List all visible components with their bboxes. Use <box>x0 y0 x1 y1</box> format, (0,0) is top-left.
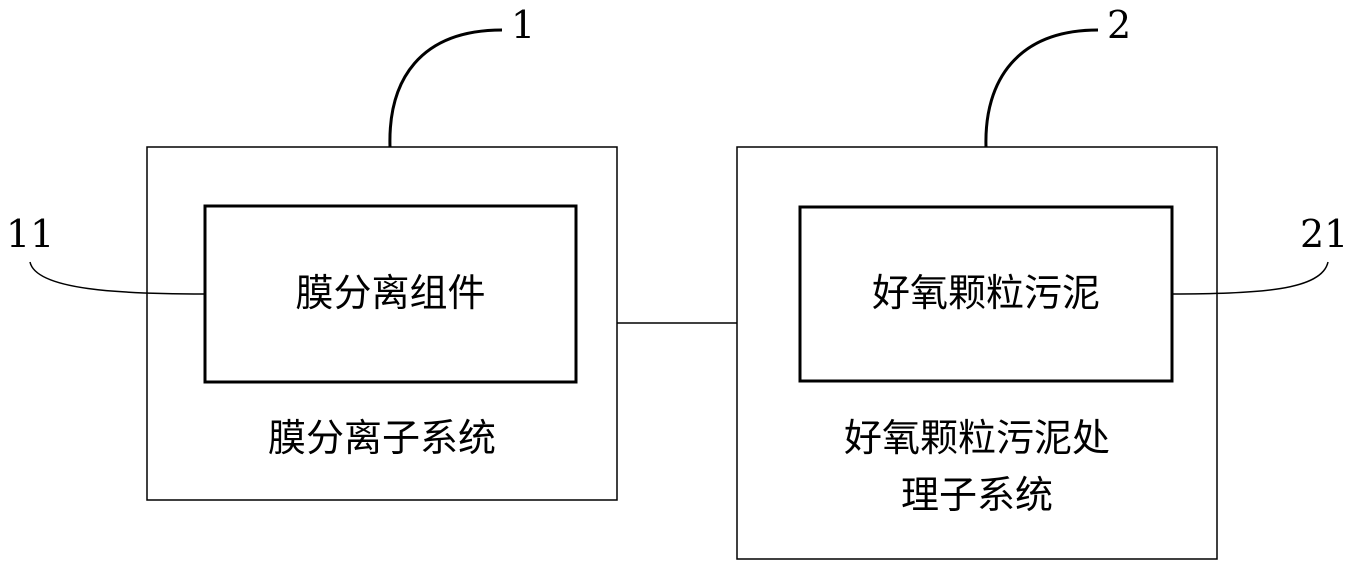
ref-label-21: 21 <box>1300 212 1349 256</box>
aerobic-sludge-subsystem-title-line-1: 好氧颗粒污泥处 <box>843 416 1110 460</box>
aerobic-sludge-component-label: 好氧颗粒污泥 <box>871 271 1100 315</box>
ref-label-2: 2 <box>1107 3 1132 47</box>
aerobic-sludge-subsystem-title-line-2: 理子系统 <box>900 473 1053 517</box>
leader-line-2 <box>984 28 1099 148</box>
ref-label-11: 11 <box>6 212 55 256</box>
leader-line-21 <box>1171 261 1329 295</box>
aerobic-sludge-subsystem-box <box>736 146 1218 560</box>
membrane-separation-subsystem-title: 膜分离子系统 <box>267 416 496 460</box>
ref-label-1: 1 <box>511 3 536 47</box>
leader-line-1 <box>388 28 503 148</box>
leader-line-11 <box>29 261 206 295</box>
membrane-separation-component-label: 膜分离组件 <box>295 271 486 315</box>
